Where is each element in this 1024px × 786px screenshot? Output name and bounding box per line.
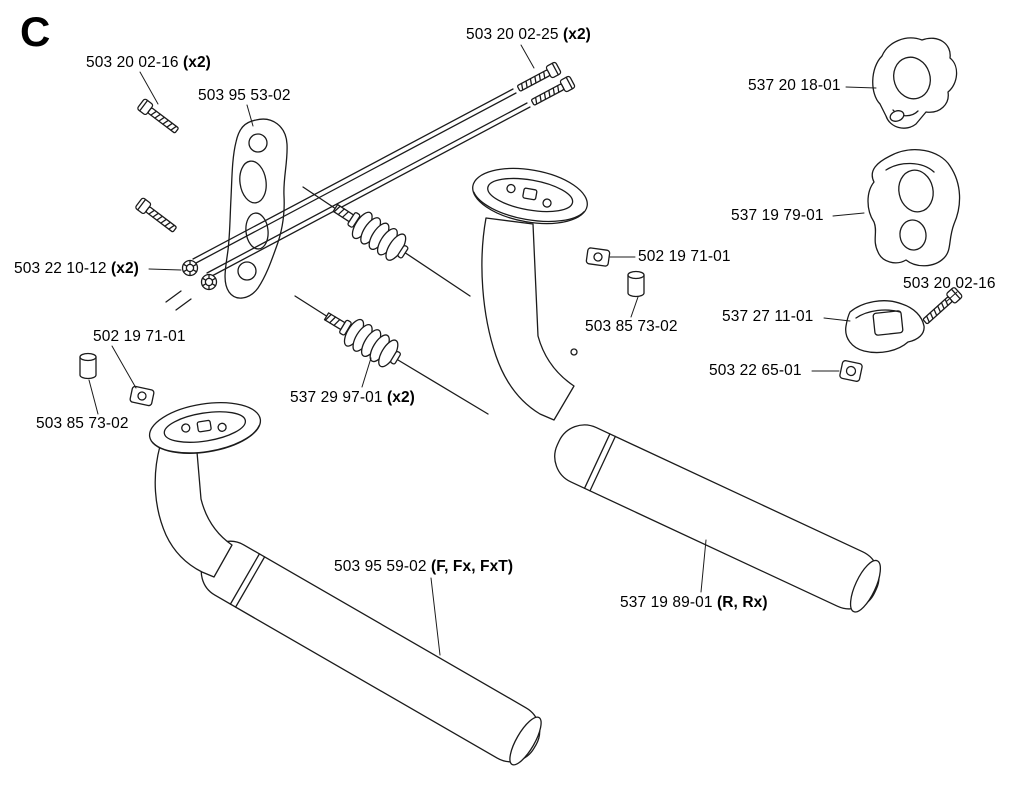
part-number: 503 95 53-02	[198, 87, 291, 104]
part-qty: (x2)	[386, 389, 415, 406]
part-number: 503 95 59-02	[334, 558, 427, 575]
handle-clamp	[867, 149, 961, 267]
part-label-502-19-71-01-right: 502 19 71-01	[638, 248, 731, 266]
right-handle-grip	[472, 167, 588, 421]
part-number: 503 22 65-01	[709, 362, 802, 379]
long-bolts	[192, 61, 577, 278]
part-number: 503 20 02-16	[86, 54, 179, 71]
saddle-bracket	[845, 300, 925, 354]
part-number: 537 27 11-01	[722, 308, 814, 325]
part-label-537-19-89-01: 537 19 89-01 (R, Rx)	[620, 594, 768, 612]
part-label-503-95-59-02: 503 95 59-02 (F, Fx, FxT)	[334, 558, 513, 576]
square-nut	[839, 360, 863, 382]
part-qty: (x2)	[182, 54, 211, 71]
part-qty: (x2)	[562, 26, 591, 43]
locking-nuts	[165, 259, 218, 311]
part-label-503-85-73-02-right: 503 85 73-02	[585, 318, 678, 336]
part-number: 503 20 02-25	[466, 26, 559, 43]
left-screws	[134, 97, 182, 236]
part-qty: (x2)	[110, 260, 139, 277]
part-label-503-20-02-16: 503 20 02-16	[903, 275, 996, 293]
part-number: 537 20 18-01	[748, 77, 841, 94]
hook-clamp	[872, 37, 958, 129]
part-label-537-29-97-01-x2: 537 29 97-01 (x2)	[290, 389, 415, 407]
section-letter: C	[20, 8, 51, 55]
part-number: 537 29 97-01	[290, 389, 383, 406]
left-handle-grip	[148, 402, 262, 578]
part-number: 503 85 73-02	[36, 415, 129, 432]
part-number: 502 19 71-01	[93, 328, 186, 345]
right-handle-tube	[554, 424, 882, 613]
part-label-537-20-18-01: 537 20 18-01	[748, 77, 841, 95]
vibration-damper-springs	[294, 186, 489, 415]
part-number: 503 85 73-02	[585, 318, 678, 335]
part-label-503-85-73-02-left: 503 85 73-02	[36, 415, 129, 433]
part-label-502-19-71-01-left: 502 19 71-01	[93, 328, 186, 346]
part-label-503-20-02-25-x2: 503 20 02-25 (x2)	[466, 26, 591, 44]
part-number: 537 19 79-01	[731, 207, 824, 224]
part-number: 503 20 02-16	[903, 275, 996, 292]
part-number: 537 19 89-01	[620, 594, 713, 611]
part-number: 502 19 71-01	[638, 248, 731, 265]
handle-bracket	[224, 118, 288, 299]
part-number: 503 22 10-12	[14, 260, 107, 277]
part-label-503-22-65-01: 503 22 65-01	[709, 362, 802, 380]
part-label-503-22-10-12-x2: 503 22 10-12 (x2)	[14, 260, 139, 278]
part-label-537-19-79-01: 537 19 79-01	[731, 207, 824, 225]
part-qty: (R, Rx)	[716, 594, 768, 611]
part-qty: (F, Fx, FxT)	[430, 558, 514, 575]
part-label-537-27-11-01: 537 27 11-01	[722, 308, 813, 326]
part-label-503-20-02-16-x2: 503 20 02-16 (x2)	[86, 54, 211, 72]
part-label-503-95-53-02: 503 95 53-02	[198, 87, 291, 105]
leader-lines	[88, 44, 958, 656]
